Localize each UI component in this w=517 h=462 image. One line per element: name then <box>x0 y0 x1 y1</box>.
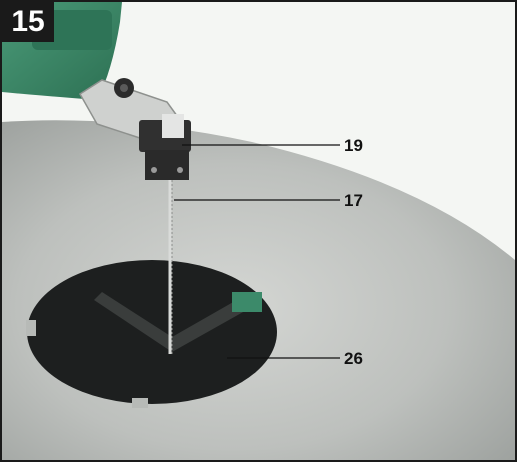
callout-19: 19 <box>344 136 363 155</box>
callout-26: 26 <box>344 349 363 368</box>
callout-17: 17 <box>344 191 363 210</box>
insert-slot <box>94 292 252 352</box>
figure-number-badge: 15 <box>2 2 54 42</box>
